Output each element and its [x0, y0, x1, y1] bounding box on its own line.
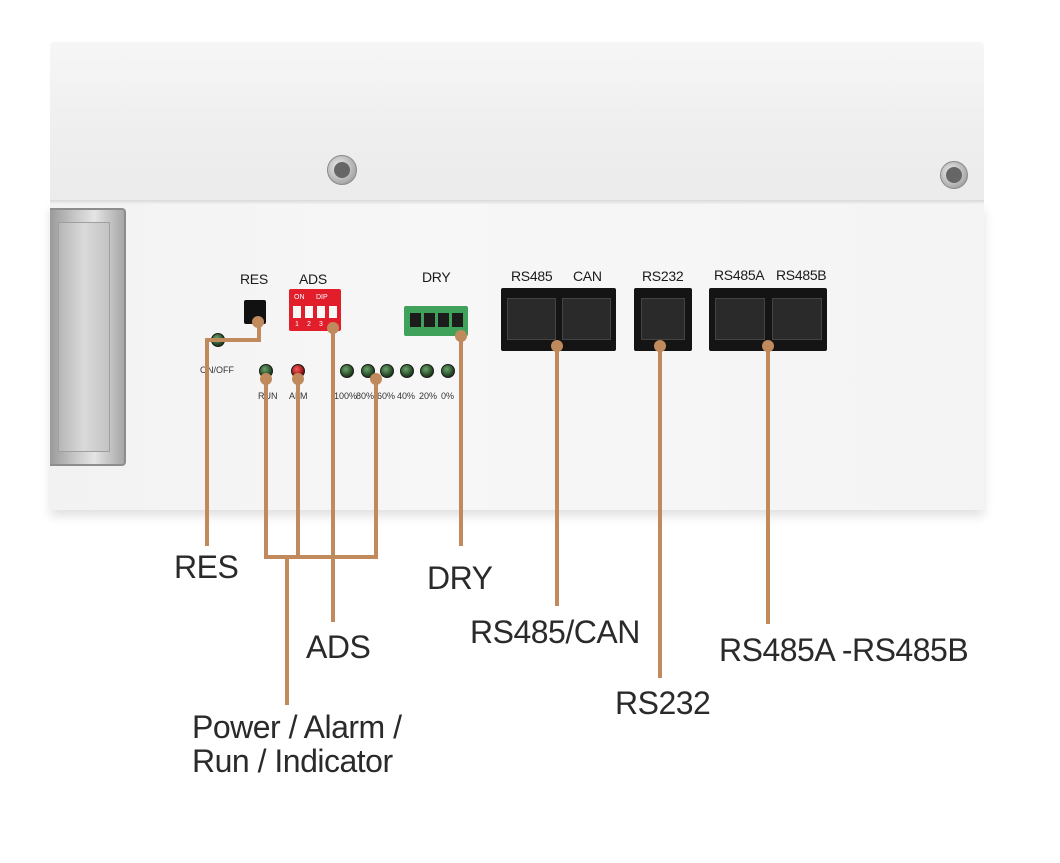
- panel-label-rs485a: RS485A: [714, 267, 765, 283]
- callout-indicators: Power / Alarm / Run / Indicator: [192, 709, 402, 779]
- dip-number: 1: [295, 321, 299, 328]
- rj45-jack[interactable]: [715, 298, 765, 340]
- panel-label-rs232: RS232: [642, 268, 684, 284]
- dip-switch-lever[interactable]: [305, 306, 313, 318]
- device-top-cover: [50, 42, 984, 202]
- callout-line: [459, 336, 463, 546]
- rj45-jack[interactable]: [507, 298, 556, 340]
- callout-rs485-can: RS485/CAN: [470, 614, 640, 650]
- screw-icon: [327, 155, 357, 185]
- panel-label-dry: DRY: [422, 269, 451, 285]
- callout-line: [296, 379, 300, 559]
- soc-label: 80%: [356, 391, 375, 401]
- panel-label-rs485b: RS485B: [776, 267, 827, 283]
- callout-dry: DRY: [427, 560, 493, 596]
- callout-line: [205, 338, 209, 546]
- device-front-panel: [50, 204, 984, 510]
- callout-line: [264, 379, 268, 559]
- dry-connector-pin: [410, 313, 421, 327]
- dip-on-label: ON: [294, 294, 305, 301]
- panel-label-can: CAN: [573, 268, 602, 284]
- callout-indicators-line2: Run / Indicator: [192, 743, 393, 779]
- soc-label: 60%: [377, 391, 396, 401]
- dip-switch-lever[interactable]: [317, 306, 325, 318]
- callout-res: RES: [174, 549, 239, 585]
- callout-line: [205, 338, 261, 342]
- panel-label-on-off: ON/OFF: [200, 365, 234, 375]
- dip-number: 2: [307, 321, 311, 328]
- rj45-jack[interactable]: [562, 298, 611, 340]
- callout-indicators-line1: Power / Alarm /: [192, 709, 402, 745]
- callout-rs232: RS232: [615, 685, 711, 721]
- callout-line: [331, 328, 335, 622]
- dry-connector-pin: [424, 313, 435, 327]
- soc-led-icon: [340, 364, 354, 378]
- rj45-jack[interactable]: [772, 298, 822, 340]
- soc-led-icon: [420, 364, 434, 378]
- callout-line: [555, 346, 559, 606]
- dip-text-label: DIP: [316, 294, 328, 301]
- dry-contact-connector[interactable]: [404, 306, 468, 336]
- soc-label: 100%: [334, 391, 358, 401]
- callout-ads: ADS: [306, 629, 371, 665]
- panel-label-res: RES: [240, 271, 268, 287]
- dip-switch-lever[interactable]: [329, 306, 337, 318]
- soc-led-icon: [441, 364, 455, 378]
- dry-connector-pin: [438, 313, 449, 327]
- callout-line: [658, 346, 662, 678]
- rs485a-rs485b-port[interactable]: [709, 288, 827, 351]
- callout-line: [264, 555, 378, 559]
- callout-line: [257, 322, 261, 342]
- soc-label: 0%: [441, 391, 455, 401]
- soc-led-icon: [400, 364, 414, 378]
- dry-connector-pin: [452, 313, 463, 327]
- callout-line: [766, 346, 770, 624]
- panel-label-ads: ADS: [299, 271, 327, 287]
- panel-label-rs485: RS485: [511, 268, 553, 284]
- dip-switch-lever[interactable]: [293, 306, 301, 318]
- device-handle-recess: [58, 222, 110, 452]
- dip-number: 3: [319, 321, 323, 328]
- callout-line: [285, 555, 289, 705]
- callout-line: [374, 379, 378, 559]
- rj11-jack[interactable]: [641, 298, 685, 340]
- callout-rs485a-rs485b: RS485A -RS485B: [719, 632, 969, 668]
- soc-label: 40%: [397, 391, 416, 401]
- screw-icon: [940, 161, 968, 189]
- soc-label: 20%: [419, 391, 438, 401]
- soc-led-icon: [380, 364, 394, 378]
- device-seam: [50, 200, 984, 204]
